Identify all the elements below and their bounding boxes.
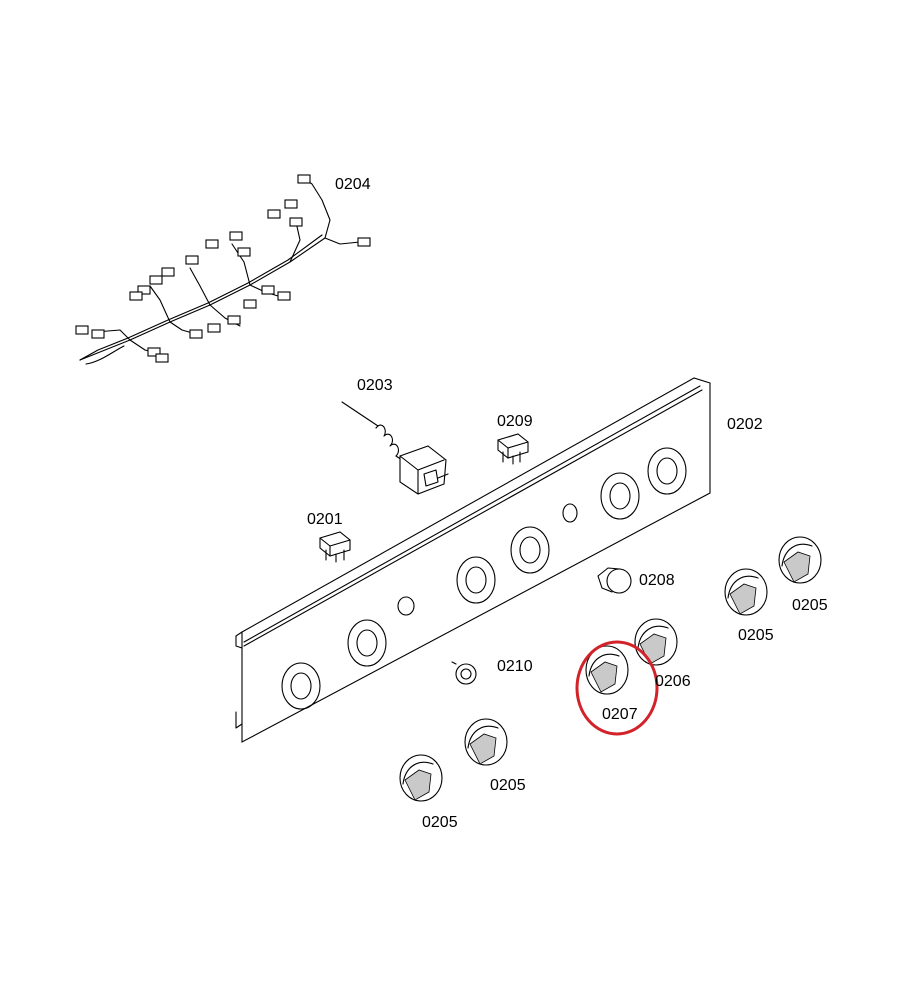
panel-knob-hole-2 — [347, 619, 387, 667]
switch-0201[interactable] — [319, 531, 351, 563]
knob-0205-lower-middle[interactable] — [464, 718, 508, 766]
label-0210: 0210 — [497, 658, 533, 675]
highlight-circle-0207 — [575, 640, 659, 736]
panel-knob-hole-6 — [647, 447, 687, 495]
indicator-0210[interactable] — [451, 661, 477, 685]
control-panel-0202[interactable] — [235, 377, 711, 743]
knob-0205-lower-left[interactable] — [399, 754, 443, 802]
panel-indicator-hole-2 — [562, 503, 578, 523]
label-0204: 0204 — [335, 176, 371, 193]
thermostat-0203[interactable] — [341, 401, 449, 495]
label-0207: 0207 — [602, 706, 638, 723]
label-0205-right-upper: 0205 — [792, 597, 828, 614]
indicator-lamp-0208[interactable] — [597, 567, 632, 594]
panel-knob-hole-5 — [600, 472, 640, 520]
panel-indicator-hole-1 — [397, 596, 415, 616]
label-0202: 0202 — [727, 416, 763, 433]
knob-0205-right-upper[interactable] — [778, 536, 822, 584]
label-0206: 0206 — [655, 673, 691, 690]
knob-0205-right-lower[interactable] — [724, 568, 768, 616]
knob-0207[interactable] — [585, 645, 629, 695]
label-0208: 0208 — [639, 572, 675, 589]
wiring-harness-0204[interactable] — [75, 174, 371, 365]
panel-knob-hole-3 — [456, 556, 496, 604]
label-0203: 0203 — [357, 377, 393, 394]
label-0205-lower-middle: 0205 — [490, 777, 526, 794]
panel-knob-hole-1 — [281, 662, 321, 710]
label-0205-lower-left: 0205 — [422, 814, 458, 831]
label-0201: 0201 — [307, 511, 343, 528]
switch-0209[interactable] — [497, 433, 529, 465]
label-0209: 0209 — [497, 413, 533, 430]
panel-knob-hole-4 — [510, 526, 550, 574]
knob-0206[interactable] — [634, 618, 678, 666]
label-0205-right-lower: 0205 — [738, 627, 774, 644]
